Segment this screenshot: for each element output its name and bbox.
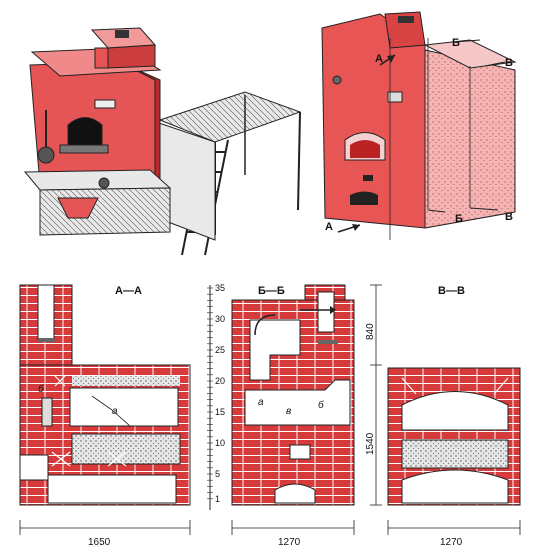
scale-tick-label: 25 <box>215 345 225 355</box>
block-view: А А Б Б В В <box>321 11 517 240</box>
firebox-opening <box>67 117 103 151</box>
stove-illustration <box>23 27 302 256</box>
label-v-section-bb: в <box>286 406 291 417</box>
label-v-bottom: В <box>505 211 513 223</box>
dim-height-top: 840 <box>365 323 376 340</box>
scale-tick-label: 10 <box>215 438 225 448</box>
dimension-lines: 1650 1270 1270 840 1540 <box>19 284 521 548</box>
scale-tick-label: 35 <box>215 283 225 293</box>
scale-tick-label: 30 <box>215 314 225 324</box>
label-b-bottom: Б <box>455 213 463 225</box>
scale-tick-label: 20 <box>215 376 225 386</box>
height-scale: 35 30 25 20 15 10 5 1 <box>207 283 225 510</box>
dim-width-aa: 1650 <box>88 537 111 548</box>
scale-tick-label: 15 <box>215 407 225 417</box>
label-a-section-aa: а <box>112 406 118 417</box>
dim-width-bb: 1270 <box>278 537 301 548</box>
label-a-section-bb: а <box>258 397 264 408</box>
label-a-top: А <box>375 53 383 65</box>
section-aa: а б <box>19 284 191 506</box>
dim-height-bottom: 1540 <box>365 432 376 455</box>
label-v-top: В <box>505 57 513 69</box>
section-bb: а б в <box>231 284 355 506</box>
section-vv <box>387 367 521 506</box>
section-vv-title: В—В <box>438 285 465 297</box>
scale-tick-label: 5 <box>215 469 220 479</box>
section-bb-title: Б—Б <box>258 285 285 297</box>
section-aa-title: А—А <box>115 285 142 297</box>
scale-tick-label: 1 <box>215 494 220 504</box>
label-a-bottom: А <box>325 221 333 233</box>
label-b-top: Б <box>452 37 460 49</box>
label-b-section-aa: б <box>38 383 44 395</box>
label-b-section-bb: б <box>318 399 324 411</box>
dim-width-vv: 1270 <box>440 537 463 548</box>
